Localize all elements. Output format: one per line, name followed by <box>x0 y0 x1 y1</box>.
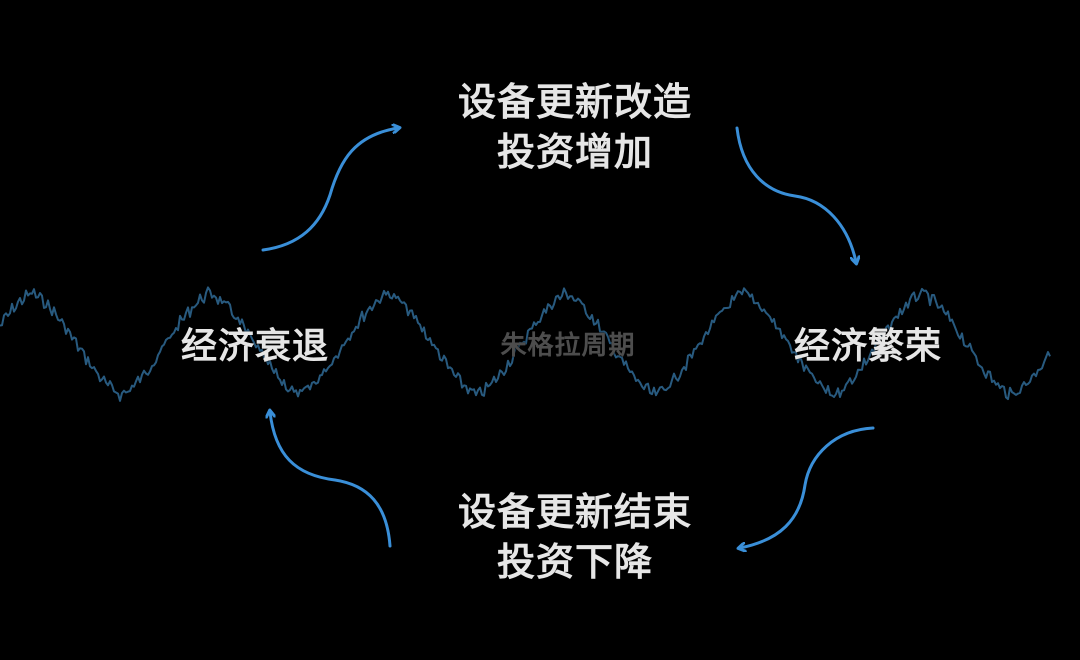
node-investment-decrease-line2: 投资下降 <box>496 539 653 584</box>
node-economic-recession: 经济衰退 <box>180 325 329 367</box>
arrow-recession-to-investment-icon <box>261 128 398 252</box>
arrow-boom-to-decline-icon <box>740 426 875 548</box>
noisy-sine-wave <box>0 286 1051 402</box>
node-investment-increase-line1: 设备更新改造 <box>457 79 692 124</box>
arrow-decline-to-recession-icon <box>270 412 392 548</box>
cycle-title: 朱格拉周期 <box>500 331 636 361</box>
node-investment-decrease-line1: 设备更新结束 <box>457 489 692 534</box>
node-economic-boom: 经济繁荣 <box>793 325 942 367</box>
node-investment-increase: 设备更新改造 投资增加 <box>440 77 710 177</box>
node-investment-decrease: 设备更新结束 投资下降 <box>440 487 710 587</box>
node-investment-increase-line2: 投资增加 <box>496 129 653 174</box>
arrow-investment-to-boom-icon <box>735 126 856 262</box>
